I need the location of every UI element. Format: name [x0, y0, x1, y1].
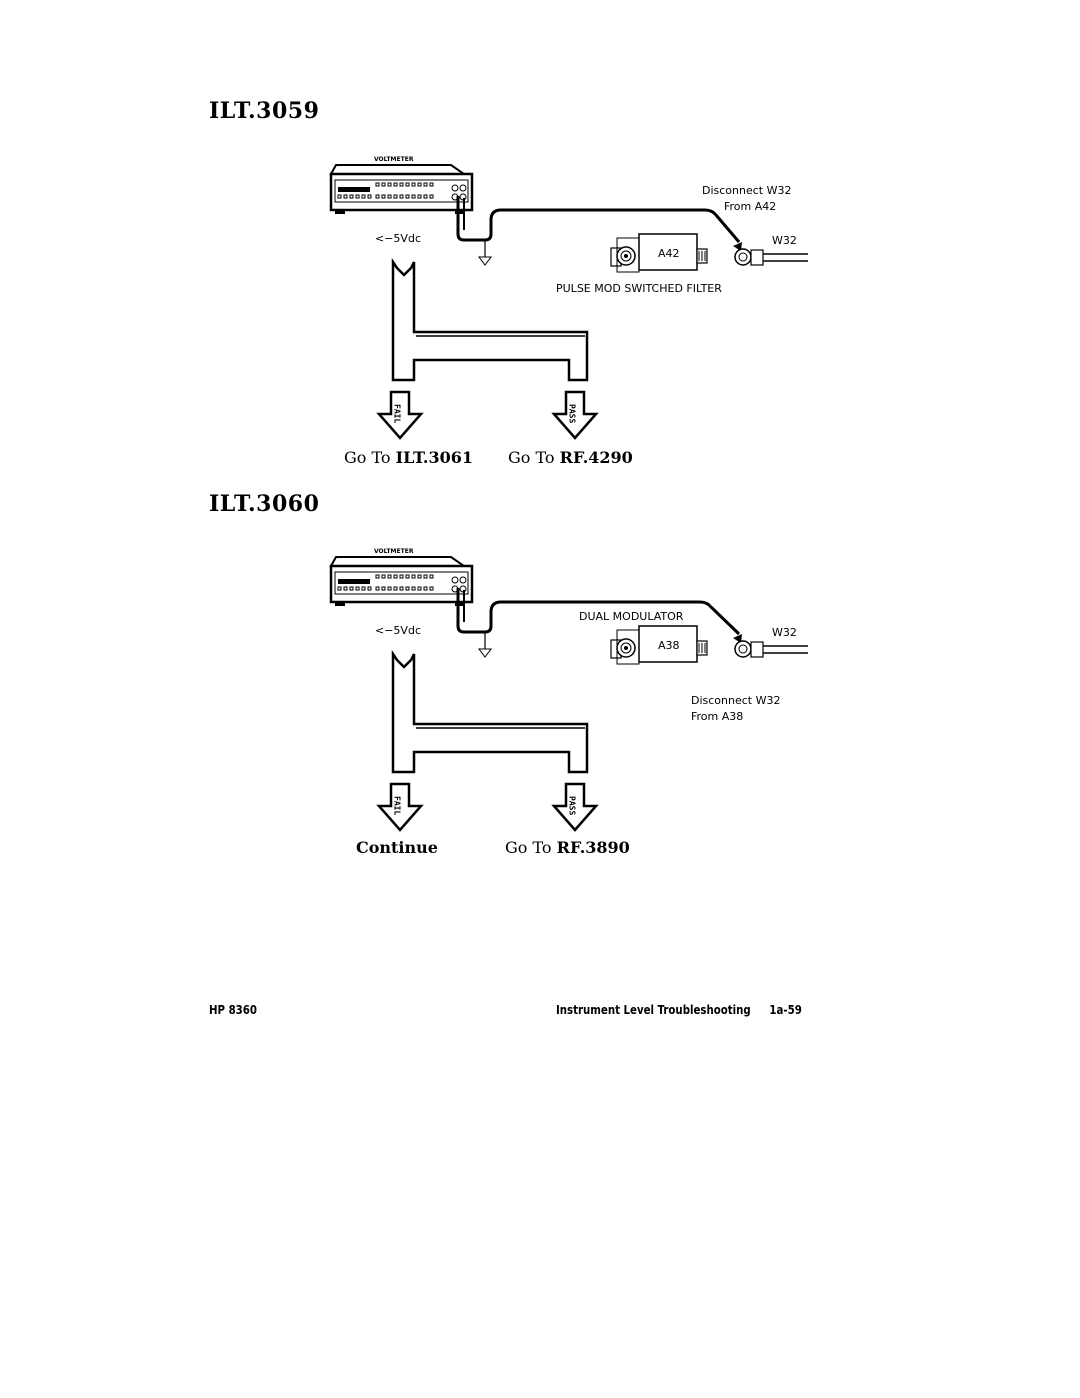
voltmeter-icon [329, 556, 474, 606]
section-heading-ilt3060: ILT.3060 [209, 491, 320, 517]
module-id: A42 [658, 247, 680, 260]
voltmeter-label: VOLTMETER [374, 548, 414, 555]
pass-destination: Go To RF.3890 [505, 838, 630, 857]
fail-ref: ILT.3061 [395, 448, 474, 467]
w32-connector-icon [734, 248, 808, 266]
reading-label: <−5Vdc [375, 232, 421, 245]
instruction-line1: Disconnect W32 [702, 184, 792, 197]
cable-label: W32 [772, 234, 797, 247]
cable-label: W32 [772, 626, 797, 639]
pass-prefix: Go To [505, 838, 557, 857]
pass-arrow-icon [551, 782, 599, 832]
pass-prefix: Go To [508, 448, 560, 467]
page-number: 1a-59 [769, 1003, 802, 1017]
footer-model: HP 8360 [209, 1003, 257, 1017]
section-heading-ilt3059: ILT.3059 [209, 98, 320, 124]
voltmeter-icon [329, 164, 474, 214]
pass-ref: RF.4290 [559, 448, 633, 467]
footer-title: Instrument Level Troubleshooting 1a-59 [556, 1003, 802, 1017]
module-name-label: DUAL MODULATOR [579, 610, 684, 623]
fail-destination: Continue [356, 838, 438, 857]
pass-letter: PASS [568, 404, 577, 423]
module-id: A38 [658, 639, 680, 652]
voltmeter-label: VOLTMETER [374, 156, 414, 163]
footer-section-title: Instrument Level Troubleshooting [556, 1003, 751, 1017]
fail-prefix: Go To [344, 448, 396, 467]
instruction-line1: Disconnect W32 [691, 694, 781, 707]
instruction-line2: From A42 [724, 200, 777, 213]
fail-arrow-icon [376, 390, 424, 440]
pass-ref: RF.3890 [556, 838, 630, 857]
pass-arrow-icon [551, 390, 599, 440]
fail-destination: Go To ILT.3061 [344, 448, 473, 467]
module-a42-icon [610, 233, 708, 273]
pass-letter: PASS [568, 796, 577, 815]
diagram-ilt3060: VOLTMETER A38 FAIL PASS [329, 548, 808, 832]
fail-letter: FAIL [393, 404, 402, 423]
fail-letter: FAIL [393, 796, 402, 815]
flow-arrow-icon [391, 649, 589, 774]
fail-label: Continue [356, 838, 438, 857]
module-name-label: PULSE MOD SWITCHED FILTER [556, 282, 722, 295]
pass-destination: Go To RF.4290 [508, 448, 633, 467]
diagram-ilt3059: VOLTMETER A42 FAIL PASS [329, 156, 808, 440]
module-a38-icon [610, 625, 708, 665]
flow-arrow-icon [391, 257, 589, 382]
fail-arrow-icon [376, 782, 424, 832]
reading-label: <−5Vdc [375, 624, 421, 637]
instruction-line2: From A38 [691, 710, 744, 723]
w32-connector-icon [734, 640, 808, 658]
